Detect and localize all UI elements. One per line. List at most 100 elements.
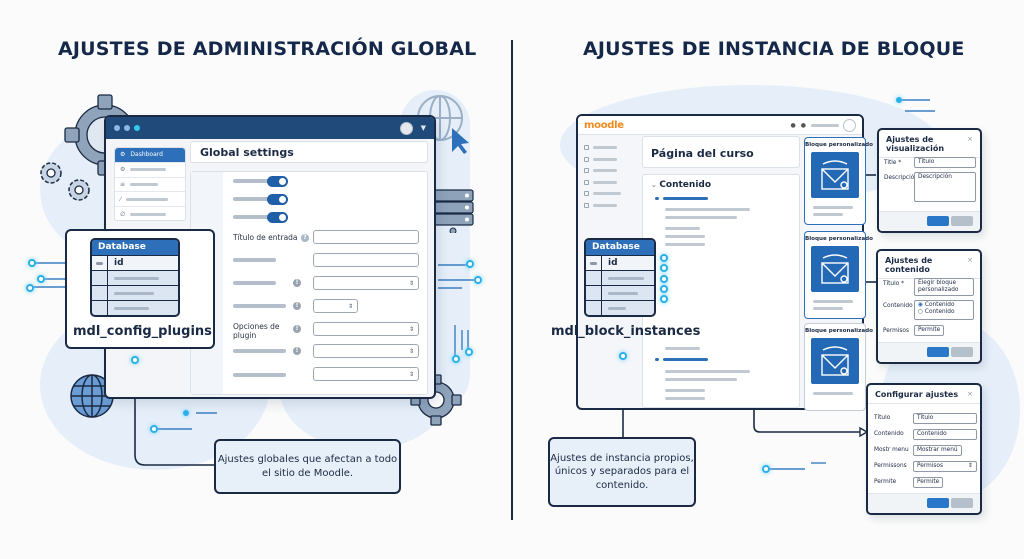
db-table: Database id [90,238,180,317]
mail-icon [811,338,859,384]
select-dropdown[interactable]: ⇕ [313,344,419,358]
window-dot[interactable] [124,125,130,131]
close-icon[interactable]: × [967,256,973,264]
settings-panel: Título de entrada ? ! ⇕ ! ⇕ Opciones de … [190,171,428,395]
text-input[interactable] [313,253,419,267]
user-avatar[interactable] [843,118,856,132]
gear-icon: ⚙ [120,151,126,159]
help-icon[interactable]: ? [301,234,309,242]
nav-item[interactable] [584,188,636,200]
close-icon[interactable]: × [967,390,973,398]
info-icon[interactable]: ! [293,302,301,310]
select-dropdown[interactable]: ⇕ [313,276,419,290]
section-divider [511,40,513,520]
db-header: Database [92,240,178,255]
db-row [92,285,178,300]
connector-node [183,410,189,416]
connector-node [28,259,36,267]
content-radio-group: ◉ Contenido ○ Contenido [914,300,974,320]
plugin-options-select[interactable]: ⇕ [313,322,419,336]
page-title: Global settings [190,141,428,163]
toggle-switch[interactable] [267,212,288,223]
link-icon: ∅ [120,211,126,219]
custom-block[interactable]: Bloque personalizado [804,137,873,225]
info-icon[interactable]: ! [293,279,301,287]
configure-settings-dialog: Configurar ajustes× Título Título Conten… [866,383,982,515]
section-heading[interactable]: ⌄ Contenido [651,180,712,190]
bell-icon[interactable]: ● [790,121,796,129]
db-row [92,270,178,285]
block-title-input[interactable]: Elegir bloque personalizado [914,278,974,296]
description-textarea[interactable]: Descripción [914,172,976,202]
chevron-down-icon[interactable]: ▼ [420,124,426,132]
custom-block[interactable]: Bloque personalizado [804,323,873,411]
toggle-switch[interactable] [267,194,288,205]
sidebar-item-dashboard[interactable]: ⚙ Dashboard [115,148,185,163]
chevron-updown-icon: ⇕ [968,463,973,469]
user-avatar[interactable] [399,121,413,135]
field-row [233,258,276,262]
permissions-select[interactable]: Permisos⇕ [913,461,977,472]
connector-node [660,285,668,293]
toggle-row [233,197,288,201]
content-section: ⌄ Contenido [642,174,800,408]
db-header: Database [586,240,654,255]
select-dropdown-small[interactable]: ⇕ [313,299,358,313]
db-row [586,300,654,315]
title-input[interactable]: Título [914,157,976,168]
toggle-row [233,215,288,219]
permissions-button[interactable]: Permite [914,325,945,336]
info-icon[interactable]: ! [293,347,301,355]
connector-node [660,264,668,272]
window-dot[interactable] [134,125,140,131]
select-dropdown[interactable]: ⇕ [313,367,419,381]
gear-icon [40,162,62,184]
toggle-row [233,179,288,183]
show-menu-button[interactable]: Mostrar menú [913,445,962,456]
connector-node [660,295,668,303]
db-row [92,300,178,315]
right-title: AJUSTES DE INSTANCIA DE BLOQUE [583,38,965,60]
nav-item[interactable] [584,177,636,189]
moodle-window: moodle ● ● Página del curso ⌄ Contenido [576,114,864,410]
custom-block[interactable]: Bloque personalizado [804,231,873,319]
window-dot[interactable] [114,125,120,131]
radio-option[interactable]: ○ Contenido [918,309,955,315]
sidebar-item[interactable]: ⁄ [115,192,185,208]
sidebar-item[interactable]: ∅ [115,207,185,222]
table-name: mdl_block_instances [551,324,701,339]
admin-window: ▼ ⚙ Dashboard ⚙ ≡ ⁄ ∅ Global settings Tí… [104,115,436,399]
connector-node [660,275,668,283]
close-icon[interactable]: × [967,135,973,143]
connector-node [660,254,668,262]
moodle-sidebar [584,142,636,211]
toggle-switch[interactable] [267,176,288,187]
nav-item[interactable] [584,200,636,212]
cancel-button[interactable] [951,347,973,357]
save-button[interactable] [927,347,949,357]
connector-node [131,356,139,364]
cancel-button[interactable] [951,498,973,508]
window-titlebar: ▼ [106,117,434,139]
global-callout: Ajustes globales que afectan a todo el s… [214,439,401,494]
content-input[interactable]: Contenido [913,429,977,440]
chat-icon[interactable]: ● [800,121,806,129]
connector-node [26,284,34,292]
connector-node [466,260,474,268]
nav-item[interactable] [584,142,636,154]
info-icon[interactable]: ! [293,325,301,333]
sidebar-item[interactable]: ≡ [115,178,185,193]
title-input[interactable]: Título [913,413,977,424]
sidebar-item[interactable]: ⚙ [115,163,185,178]
nav-item[interactable] [584,165,636,177]
instance-callout: Ajustes de instancia propios, únicos y s… [548,437,696,507]
allow-button[interactable]: Permite [913,477,944,488]
connector-node [474,276,482,284]
save-button[interactable] [927,498,949,508]
save-button[interactable] [927,216,949,226]
cancel-button[interactable] [951,216,973,226]
moodle-logo[interactable]: moodle [584,119,624,131]
nav-item[interactable] [584,154,636,166]
title-input[interactable] [313,230,419,244]
radio-option[interactable]: ◉ Contenido [918,302,955,308]
